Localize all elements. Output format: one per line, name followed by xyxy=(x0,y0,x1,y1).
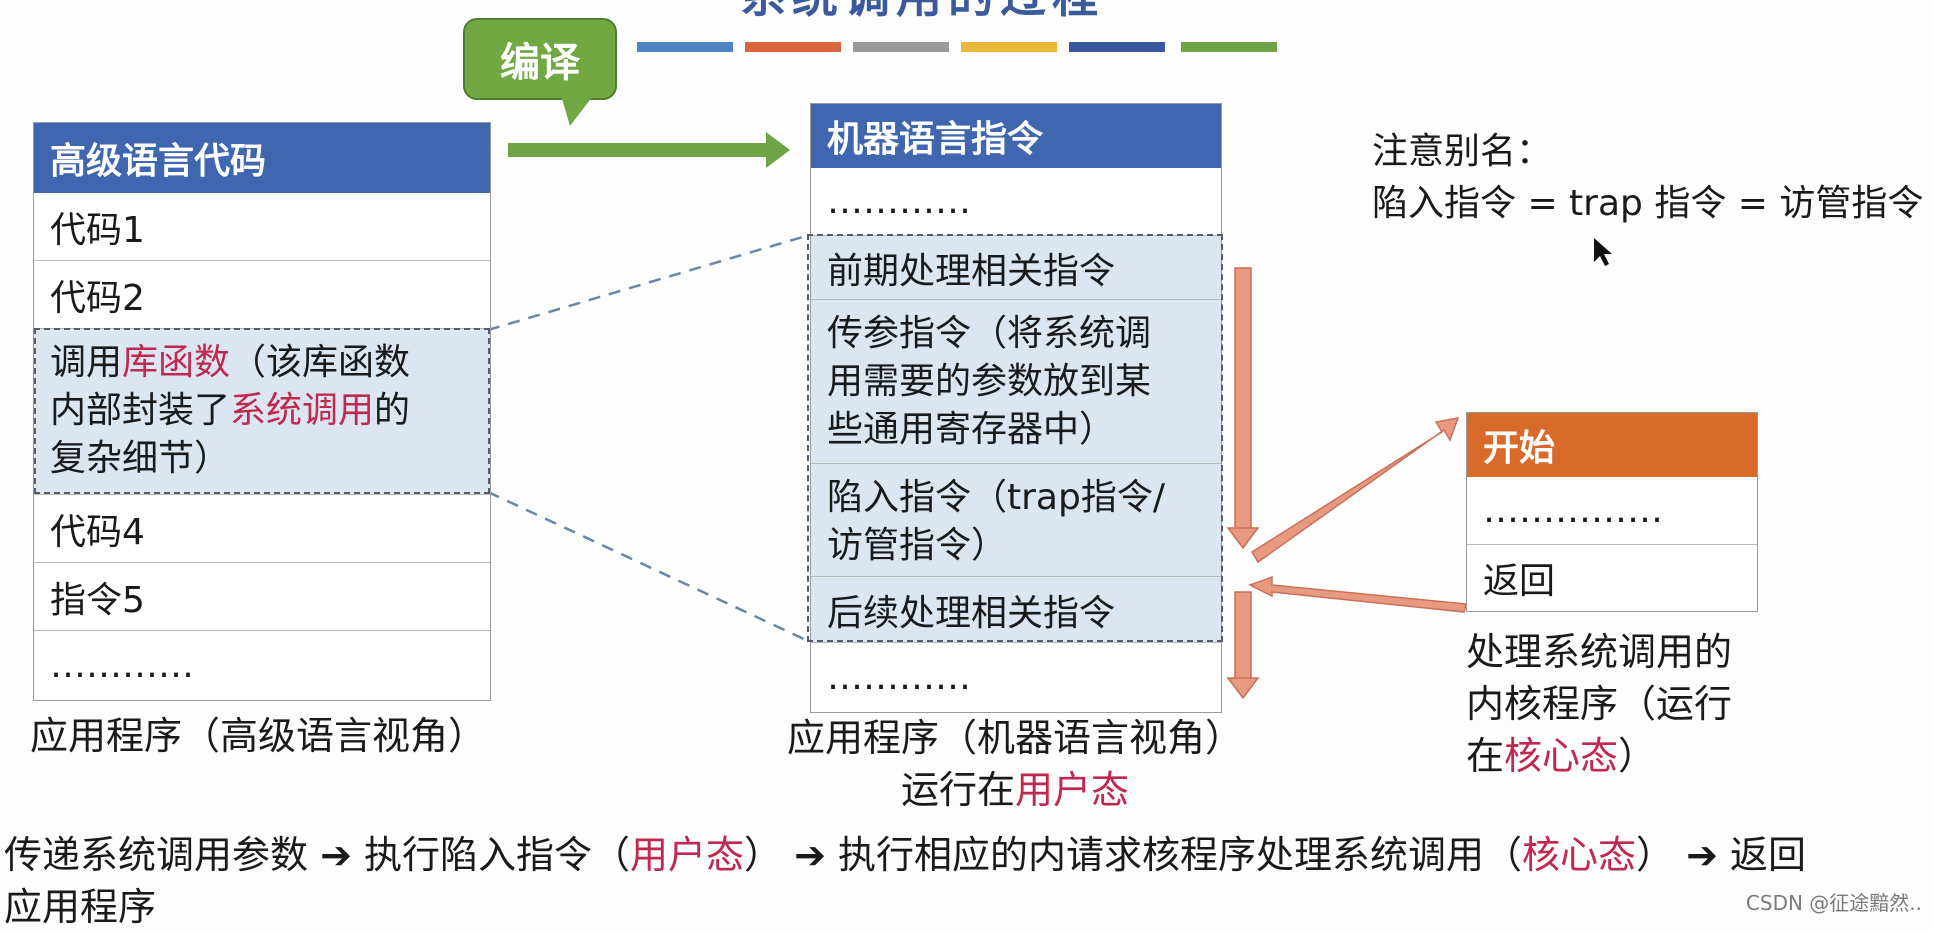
param-line-1: 传参指令（将系统调 xyxy=(827,313,1152,354)
kernel-start-header: 开始 xyxy=(1467,413,1757,477)
param-line-2: 用需要的参数放到某 xyxy=(827,361,1152,402)
high-level-code-table: 高级语言代码 代码1 代码2 调用库函数（该库函数 内部封装了系统调用的 复杂细… xyxy=(33,122,491,701)
alias-note: 注意别名： 陷入指令 = trap 指令 = 访管指令 xyxy=(1372,126,1923,230)
summary-part-2: ） ➔ 执行相应的内请求核程序处理系统调用（ xyxy=(744,833,1523,877)
trap-line-1: 陷入指令（trap指令/ xyxy=(827,477,1165,518)
call-text-1: 调用 xyxy=(50,342,123,383)
zoom-line-bottom xyxy=(487,490,807,642)
alias-note-line-2: 陷入指令 = trap 指令 = 访管指令 xyxy=(1372,183,1924,224)
code-1-row: 代码1 xyxy=(34,193,490,261)
param-passing-row: 传参指令（将系统调 用需要的参数放到某 些通用寄存器中） xyxy=(811,300,1221,464)
pre-processing-row: 前期处理相关指令 xyxy=(811,236,1221,300)
middle-table-caption: 应用程序（机器语言视角） 运行在用户态 xyxy=(760,712,1270,816)
summary-part-3: ） ➔ 返回 xyxy=(1636,833,1807,877)
left-table-caption: 应用程序（高级语言视角） xyxy=(30,714,487,758)
middle-caption-line-1: 应用程序（机器语言视角） xyxy=(786,716,1243,760)
kernel-handler-table: 开始 …………… 返回 xyxy=(1466,412,1758,612)
middle-ellipsis-top: ………… xyxy=(811,168,1221,236)
left-ellipsis-row: ………… xyxy=(50,645,194,686)
call-text-3: 内部封装了 xyxy=(50,390,231,431)
call-text-2: （该库函数 xyxy=(230,342,411,383)
mouse-cursor-icon xyxy=(1594,238,1612,266)
library-function-text: 库函数 xyxy=(122,342,231,383)
alias-note-line-1: 注意别名： xyxy=(1372,131,1553,172)
machine-instructions-table: 机器语言指令 ………… 前期处理相关指令 传参指令（将系统调 用需要的参数放到某… xyxy=(810,103,1222,713)
kernel-mode-text: 核心态 xyxy=(1504,734,1619,778)
page-title: 系统调用的过程 xyxy=(740,0,1104,26)
trap-to-kernel-arrow xyxy=(1250,417,1460,564)
kernel-table-caption: 处理系统调用的 内核程序（运行 在核心态） xyxy=(1466,626,1756,782)
stripe-4 xyxy=(961,42,1057,52)
kernel-ellipsis-row: …………… xyxy=(1467,477,1757,545)
trap-line-2: 访管指令） xyxy=(827,525,1008,566)
bottom-summary-line-1: 传递系统调用参数 ➔ 执行陷入指令（用户态） ➔ 执行相应的内请求核程序处理系统… xyxy=(4,828,1806,882)
param-line-3: 些通用寄存器中） xyxy=(827,409,1116,450)
bottom-summary-line-2: 应用程序 xyxy=(4,885,157,929)
compile-bubble-tail xyxy=(560,92,596,126)
stripe-5 xyxy=(1069,42,1165,52)
watermark: CSDN @征途黯然.. xyxy=(1745,891,1922,915)
call-library-function-row: 调用库函数（该库函数 内部封装了系统调用的 复杂细节） xyxy=(34,329,490,495)
summary-part-1: 传递系统调用参数 ➔ 执行陷入指令（ xyxy=(4,833,630,877)
summary-user-mode: 用户态 xyxy=(630,833,745,877)
middle-caption-line-2a: 运行在 xyxy=(900,768,1015,812)
return-arrow xyxy=(1248,575,1467,613)
stripe-1 xyxy=(637,42,733,52)
trap-instruction-row: 陷入指令（trap指令/ 访管指令） xyxy=(811,464,1221,577)
user-mode-text: 用户态 xyxy=(1015,768,1130,812)
zoom-line-top xyxy=(487,234,807,332)
stripe-3 xyxy=(853,42,949,52)
system-call-text: 系统调用 xyxy=(230,390,375,431)
machine-instructions-header: 机器语言指令 xyxy=(811,104,1221,168)
high-level-code-header: 高级语言代码 xyxy=(34,123,490,193)
flow-down-arrow-2 xyxy=(1226,591,1260,700)
kernel-caption-line-1: 处理系统调用的 xyxy=(1466,630,1733,674)
stripe-6 xyxy=(1181,42,1277,52)
call-text-4: 的 xyxy=(374,390,411,431)
kernel-caption-line-3c: ） xyxy=(1618,734,1657,778)
call-text-5: 复杂细节） xyxy=(50,438,231,479)
stripe-2 xyxy=(745,42,841,52)
code-4-row: 代码4 xyxy=(34,495,490,563)
flow-down-arrow-1 xyxy=(1226,267,1260,550)
kernel-caption-line-2: 内核程序（运行 xyxy=(1466,682,1733,726)
post-processing-row: 后续处理相关指令 xyxy=(811,577,1221,643)
middle-ellipsis-bottom: ………… xyxy=(827,657,971,698)
kernel-return-row: 返回 xyxy=(1483,561,1556,602)
instr-5-row: 指令5 xyxy=(34,563,490,631)
compile-arrow xyxy=(508,132,790,168)
summary-kernel-mode: 核心态 xyxy=(1522,833,1637,877)
compile-bubble: 编译 xyxy=(463,18,617,100)
kernel-caption-line-3a: 在 xyxy=(1466,734,1505,778)
code-2-row: 代码2 xyxy=(34,261,490,329)
